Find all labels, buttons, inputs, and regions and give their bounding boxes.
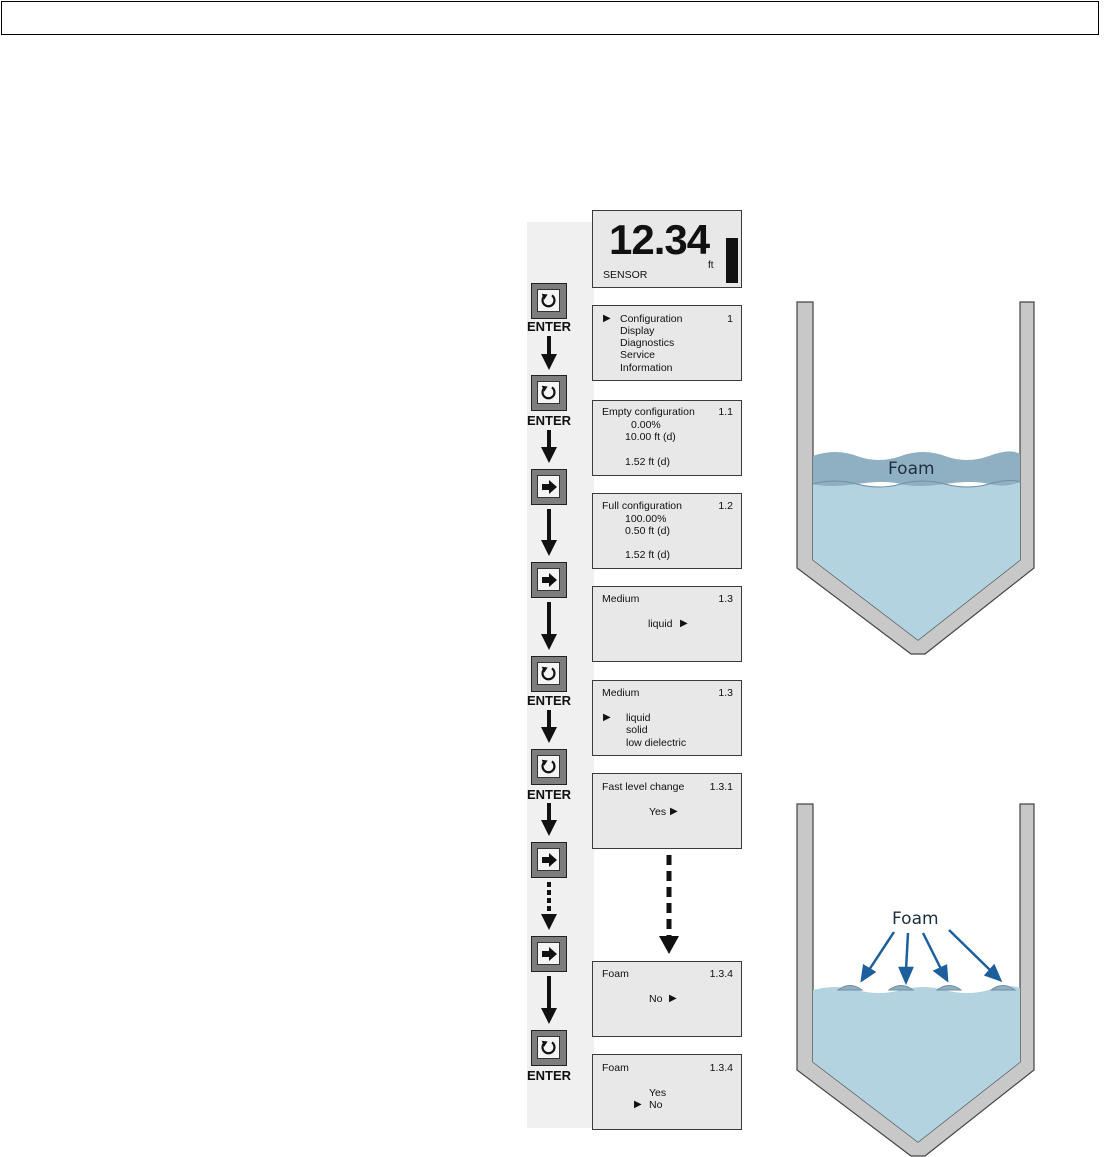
screen-title: Foam — [602, 1062, 629, 1074]
screen-line: 10.00 ft (d) — [625, 431, 676, 443]
tank-with-foam-bubbles — [796, 803, 1035, 1157]
right-arrow-key[interactable] — [531, 936, 567, 972]
full-config-screen: Full configuration 1.2 100.00% 0.50 ft (… — [592, 493, 742, 569]
screen-line: 1.52 ft (d) — [625, 456, 670, 468]
screen-title: Medium — [602, 687, 640, 699]
right-arrow-icon — [541, 946, 557, 961]
enter-label: ENTER — [526, 1068, 572, 1083]
screen-line: 0.00% — [631, 419, 661, 431]
rotate-icon — [541, 293, 556, 308]
foam-options-screen: Foam 1.3.4 Yes ▶ No — [592, 1054, 742, 1130]
empty-config-screen: Empty configuration 1.1 0.00% 10.00 ft (… — [592, 400, 742, 476]
screen-number: 1.3 — [718, 593, 733, 605]
screen-number: 1.3.1 — [709, 781, 733, 793]
display-sensor-label: SENSOR — [603, 269, 648, 281]
option-item: Yes — [649, 1087, 667, 1099]
screen-title: Full configuration — [602, 500, 682, 512]
option-item: solid — [626, 724, 648, 736]
rotate-icon — [541, 385, 556, 400]
screen-value: liquid — [648, 618, 673, 630]
right-arrow-icon — [541, 852, 557, 867]
foam-label-top: Foam — [888, 459, 935, 479]
option-item: low dielectric — [626, 737, 687, 749]
screen-title: Fast level change — [602, 781, 685, 793]
value-arrow: ▶ — [670, 806, 678, 817]
dashed-connector — [659, 855, 679, 954]
value-arrow: ▶ — [680, 618, 688, 629]
enter-label: ENTER — [526, 319, 572, 334]
value-arrow: ▶ — [669, 993, 677, 1004]
enter-key[interactable] — [531, 656, 567, 692]
header-frame — [1, 1, 1099, 35]
screen-value: No — [649, 993, 663, 1005]
menu-number: 1 — [727, 313, 733, 325]
right-arrow-key[interactable] — [531, 562, 567, 598]
option-cursor: ▶ — [603, 712, 611, 723]
screen-title: Foam — [602, 968, 629, 980]
menu-item: Diagnostics — [620, 337, 675, 349]
menu-item: Configuration — [620, 313, 683, 325]
right-arrow-key[interactable] — [531, 469, 567, 505]
screen-title: Empty configuration — [602, 406, 695, 418]
right-arrow-icon — [541, 479, 557, 494]
enter-key[interactable] — [531, 283, 567, 319]
menu-item: Display — [620, 325, 655, 337]
menu-cursor: ▶ — [603, 313, 611, 324]
menu-screen: ▶ Configuration Display Diagnostics Serv… — [592, 305, 742, 381]
enter-label: ENTER — [526, 413, 572, 428]
display-unit: ft — [708, 260, 714, 271]
option-item: No — [649, 1099, 663, 1111]
screen-line: 100.00% — [625, 513, 667, 525]
enter-key[interactable] — [531, 375, 567, 411]
enter-label: ENTER — [526, 787, 572, 802]
right-arrow-key[interactable] — [531, 842, 567, 878]
option-item: liquid — [626, 712, 651, 724]
foam-label-bottom: Foam — [892, 909, 939, 929]
menu-item: Information — [620, 362, 673, 374]
medium-screen: Medium 1.3 liquid ▶ — [592, 586, 742, 662]
foam-screen: Foam 1.3.4 No ▶ — [592, 961, 742, 1037]
screen-number: 1.1 — [718, 406, 733, 418]
screen-number: 1.3.4 — [709, 1062, 733, 1074]
rotate-icon — [541, 1040, 556, 1055]
fast-level-screen: Fast level change 1.3.1 Yes ▶ — [592, 773, 742, 849]
screen-number: 1.2 — [718, 500, 733, 512]
screen-title: Medium — [602, 593, 640, 605]
main-display-screen: 12.34 ft SENSOR — [592, 210, 742, 288]
foam-pointer-arrows — [860, 929, 1003, 986]
option-cursor: ▶ — [634, 1099, 642, 1110]
menu-item: Service — [620, 349, 656, 361]
rotate-icon — [541, 666, 556, 681]
level-bar — [726, 238, 738, 283]
enter-key[interactable] — [531, 749, 567, 785]
screen-number: 1.3 — [718, 687, 733, 699]
enter-label: ENTER — [526, 693, 572, 708]
screen-value: Yes — [649, 806, 667, 818]
screen-line: 1.52 ft (d) — [625, 549, 670, 561]
tank-with-foam-layer — [796, 301, 1035, 655]
display-value: 12.34 — [609, 216, 710, 263]
flow-arrow — [541, 336, 557, 1024]
screen-line: 0.50 ft (d) — [625, 525, 670, 537]
rotate-icon — [541, 759, 556, 774]
right-arrow-icon — [541, 572, 557, 587]
screen-number: 1.3.4 — [709, 968, 733, 980]
enter-key[interactable] — [531, 1030, 567, 1066]
medium-options-screen: Medium 1.3 ▶ liquid solid low dielectric — [592, 680, 742, 756]
